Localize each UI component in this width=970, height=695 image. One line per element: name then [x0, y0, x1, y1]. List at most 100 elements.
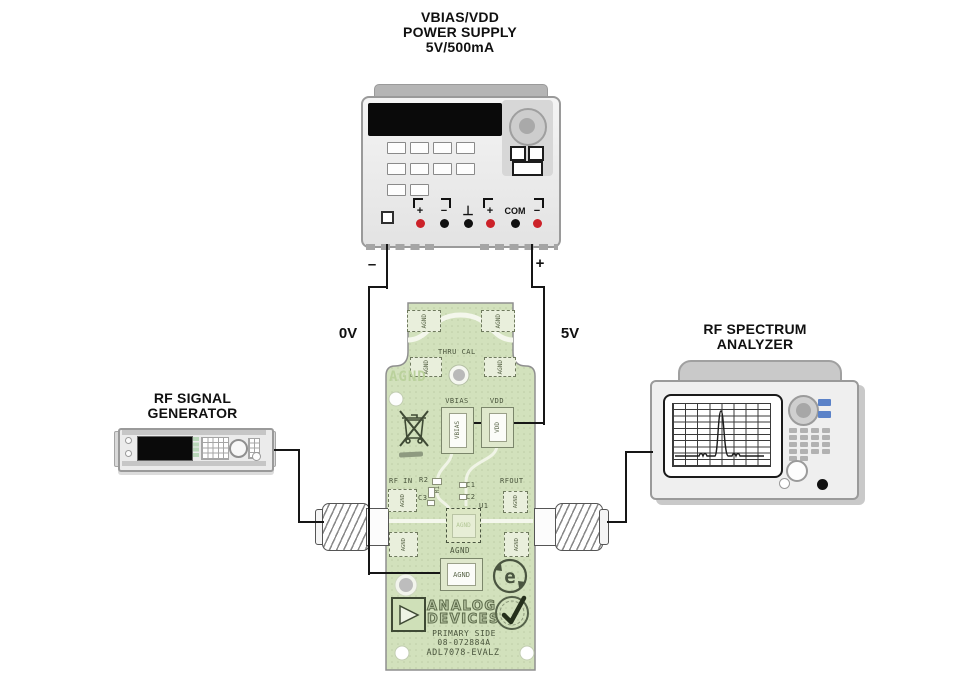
wire-negative-to-agnd: [368, 572, 442, 574]
sma-right-flange: [534, 508, 557, 546]
vbias-silk-label: VBIAS: [445, 397, 469, 405]
generator-keypad: [201, 437, 229, 460]
terminal-sign: +: [416, 205, 424, 217]
analyzer-keypad: [789, 428, 835, 461]
key-button: [811, 435, 819, 440]
analyzer-blue-button-2: [818, 411, 831, 418]
rohs-e-symbol: e: [492, 558, 528, 594]
key-button: [387, 163, 406, 175]
terminal-post-black: [439, 219, 449, 228]
key-button: [822, 428, 830, 433]
generator-top-rail: [122, 430, 266, 435]
key-button: [410, 163, 429, 175]
analyzer-knob-center: [796, 403, 811, 418]
terminal-3-ground: ⊥: [456, 197, 480, 235]
r2-component: [432, 478, 442, 485]
wire-negative-drop: [386, 244, 388, 289]
wire-positive-vertical: [543, 286, 545, 425]
bracket-mark: [483, 198, 493, 208]
key-button: [410, 184, 429, 196]
brand-devices: DEVICES: [427, 612, 500, 627]
rf-in-label: RF IN: [389, 477, 413, 485]
terminal-sign: COM: [504, 206, 526, 216]
sma-right-connector: [555, 503, 603, 551]
power-supply-title-line3: 5V/500mA: [425, 39, 495, 55]
wire-analyzer-vertical: [625, 451, 627, 523]
agnd-pad-rfin-bottom: AGND: [389, 532, 418, 557]
c1-label: C1: [466, 481, 476, 489]
vdd-silk-label: VDD: [489, 397, 505, 405]
spectrum-trace: [675, 410, 764, 458]
agnd-main-pad: AGND: [440, 558, 483, 591]
via-top-center: [453, 369, 465, 381]
generator-title: RF SIGNAL GENERATOR: [110, 391, 275, 421]
key-button: [800, 456, 808, 461]
agnd-pad-top-left: AGND: [407, 310, 441, 332]
analyzer-rf-input-connector: [817, 479, 828, 490]
generator-title-line2: GENERATOR: [147, 405, 238, 421]
agnd-pad-rfin-top: AGND: [388, 489, 417, 512]
key-button: [800, 428, 808, 433]
generator-output-connector: [252, 452, 261, 461]
agnd-pad-rfout-top: AGND: [503, 491, 528, 513]
wire-positive-jog: [531, 286, 545, 288]
generator-display: [137, 436, 193, 461]
c3-label: C3: [418, 494, 428, 502]
key-button: [822, 449, 830, 454]
wire-negative-vertical: [368, 286, 370, 575]
analyzer-screen-grid: [672, 403, 771, 467]
svg-text:e: e: [504, 566, 515, 588]
key-button: [387, 184, 406, 196]
key-button: [811, 428, 819, 433]
generator-circle-1: [125, 437, 132, 444]
vbias-pad: VBIAS: [441, 407, 474, 454]
key-button: [822, 435, 830, 440]
agnd-pad-rfout-bottom: AGND: [504, 532, 529, 557]
agnd-pad-mid-left: AGND: [410, 357, 442, 377]
wire-positive-drop: [531, 244, 533, 288]
key-button: [789, 449, 797, 454]
wire-vdd-to-positive: [510, 422, 545, 424]
sma-left-connector: [322, 503, 370, 551]
terminal-sign: −: [533, 205, 541, 217]
agnd-watermark: AGND: [389, 369, 427, 385]
wire-generator-to-sma: [298, 521, 324, 523]
thru-cal-arc-trace: [407, 312, 514, 343]
terminal-5-com: COM: [503, 197, 527, 235]
hole-left: [388, 391, 404, 407]
analyzer-title-line2: ANALYZER: [716, 336, 794, 352]
bracket-mark: [413, 198, 423, 208]
generator-softkey-strip: [193, 437, 199, 458]
zero-volt-label: 0V: [338, 325, 358, 342]
sma-left-flange: [366, 508, 389, 546]
power-supply-feet-left: [366, 244, 440, 250]
terminal-post-black: [463, 219, 473, 228]
sma-right-cap: [599, 509, 609, 545]
key-button: [789, 456, 797, 461]
c3-component: [427, 500, 435, 506]
wire-generator-vertical: [298, 449, 300, 523]
u1-chip-paddle: AGND: [451, 513, 476, 538]
key-button: [410, 142, 429, 154]
key-button: [800, 435, 808, 440]
plus-label: +: [535, 255, 545, 272]
terminal-post-red: [485, 219, 495, 228]
key-button: [789, 435, 797, 440]
key-button: [789, 442, 797, 447]
c2-label: C2: [466, 493, 476, 501]
minus-label: –: [367, 256, 377, 273]
agnd-bottom-label: AGND: [449, 546, 471, 555]
board-name-label: ADL7078-EVALZ: [426, 648, 500, 658]
mount-hole-left: [394, 645, 410, 661]
via-bottom-center: [399, 578, 413, 592]
wire-vbias-vdd-link: [470, 422, 483, 424]
adi-logo: [391, 597, 426, 632]
agnd-pad-top-right: AGND: [481, 310, 515, 332]
analyzer-small-connector: [779, 478, 790, 489]
key-button: [433, 163, 452, 175]
terminal-sign: +: [486, 205, 494, 217]
analyzer-aux-knob: [786, 460, 808, 482]
primary-side-label: PRIMARY SIDE: [432, 629, 496, 638]
power-supply-display: [368, 103, 502, 136]
